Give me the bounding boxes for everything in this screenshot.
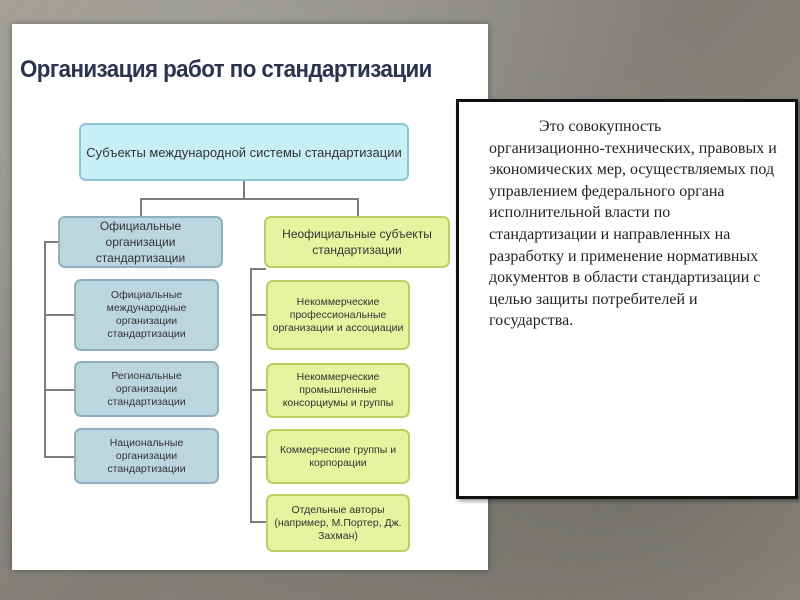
connector-unofficial-down — [357, 198, 359, 216]
unofficial-item-node: Отдельные авторы (например, М.Портер, Дж… — [266, 494, 410, 552]
connector-unofficial-branch-3 — [250, 456, 266, 458]
connector-horizontal-top — [140, 198, 358, 200]
connector-official-branch-1 — [44, 314, 74, 316]
connector-unofficial-branch-4 — [250, 521, 266, 523]
official-item-node: Национальные организации стандартизации — [74, 428, 219, 484]
unofficial-header-node: Неофициальные субъекты стандартизации — [264, 216, 450, 268]
connector-unofficial-spine-top — [250, 268, 266, 270]
official-header-node: Официальные организации стандартизации — [58, 216, 223, 268]
connector-unofficial-spine — [250, 268, 252, 522]
definition-textbox: Это совокупность организационно-техничес… — [456, 99, 798, 499]
connector-official-spine — [44, 241, 46, 457]
connector-official-down — [140, 198, 142, 216]
connector-root-down — [243, 181, 245, 199]
official-item-node: Официальные международные организации ст… — [74, 279, 219, 351]
connector-unofficial-branch-2 — [250, 389, 266, 391]
connector-official-branch-3 — [44, 456, 74, 458]
unofficial-item-node: Коммерческие группы и корпорации — [266, 429, 410, 484]
definition-text: Это совокупность организационно-техничес… — [489, 118, 777, 330]
connector-official-spine-top — [44, 241, 60, 243]
slide-title: Организация работ по стандартизации — [20, 56, 432, 83]
official-item-node: Региональные организации стандартизации — [74, 361, 219, 417]
connector-unofficial-branch-1 — [250, 314, 266, 316]
root-node: Субъекты международной системы стандарти… — [79, 123, 409, 181]
unofficial-item-node: Некоммерческие профессиональные организа… — [266, 280, 410, 350]
connector-official-branch-2 — [44, 389, 74, 391]
unofficial-item-node: Некоммерческие промышленные консорциумы … — [266, 363, 410, 418]
